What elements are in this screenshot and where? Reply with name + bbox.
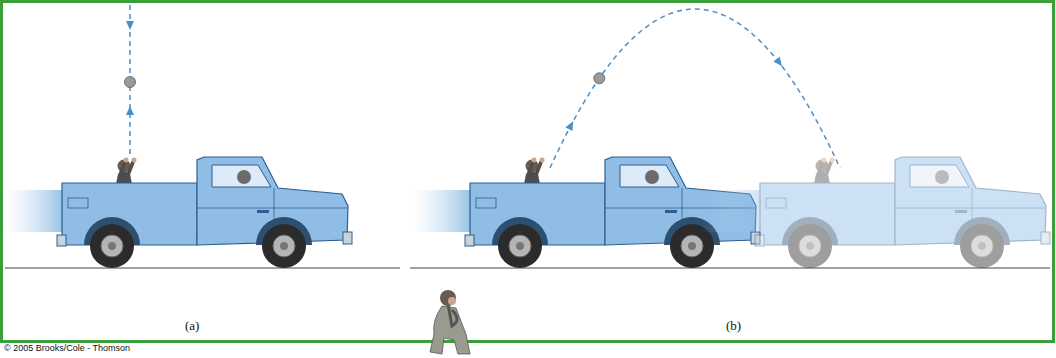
ground-observer [430, 290, 470, 354]
person-figure [116, 158, 137, 185]
person-figure [524, 158, 545, 185]
arrow-head [126, 21, 134, 30]
frame-border [2, 2, 1054, 342]
ball [594, 73, 605, 84]
arrow-head [565, 121, 573, 131]
motion-blur [702, 190, 760, 232]
ball [125, 77, 136, 88]
ball-path [550, 9, 840, 168]
panel-label: (b) [726, 318, 741, 334]
motion-blur [4, 190, 62, 232]
pickup-truck [412, 157, 760, 268]
ground-line [5, 267, 400, 268]
motion-blur [412, 190, 470, 232]
panel-label: (a) [185, 318, 199, 334]
pickup-truck [4, 157, 352, 268]
copyright-note: © 2005 Brooks/Cole - Thomson [2, 343, 132, 353]
arrow-head [773, 57, 782, 67]
pickup-truck [702, 157, 1050, 268]
arrow-head [126, 106, 134, 115]
person-figure [814, 158, 835, 185]
ground-line [410, 267, 1050, 268]
